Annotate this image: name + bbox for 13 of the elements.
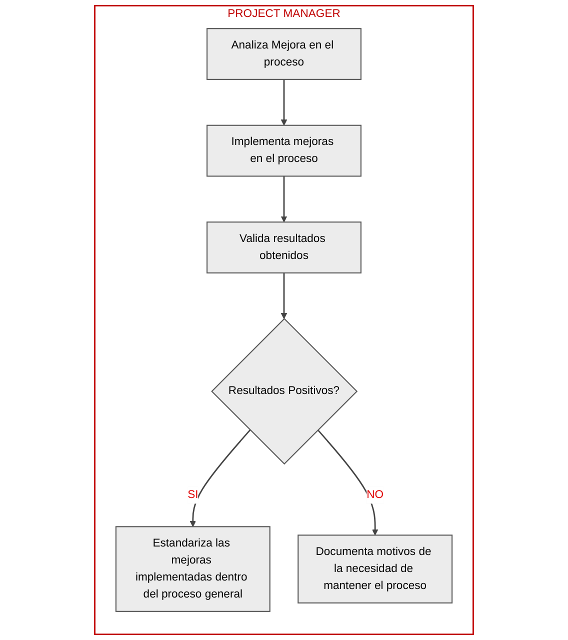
arrow [280, 176, 288, 222]
node-diamond: Resultados Positivos? [211, 318, 358, 465]
arrow [280, 79, 288, 126]
edge-label: NO [366, 488, 384, 501]
arrow [280, 272, 288, 320]
node-box: Analiza Mejora en el proceso [206, 28, 362, 80]
node-box: Documenta motivos de la necesidad de mantener el proceso [298, 534, 453, 604]
arrow [190, 430, 251, 527]
edge-label: SI [188, 488, 198, 501]
node-box: Implementa mejoras en el proceso [206, 124, 362, 177]
node-box: Valida resultados obtenidos [206, 222, 362, 274]
arrow [317, 430, 378, 536]
node-box: Estandariza las mejoras implementadas dentro del proceso general [115, 526, 270, 612]
